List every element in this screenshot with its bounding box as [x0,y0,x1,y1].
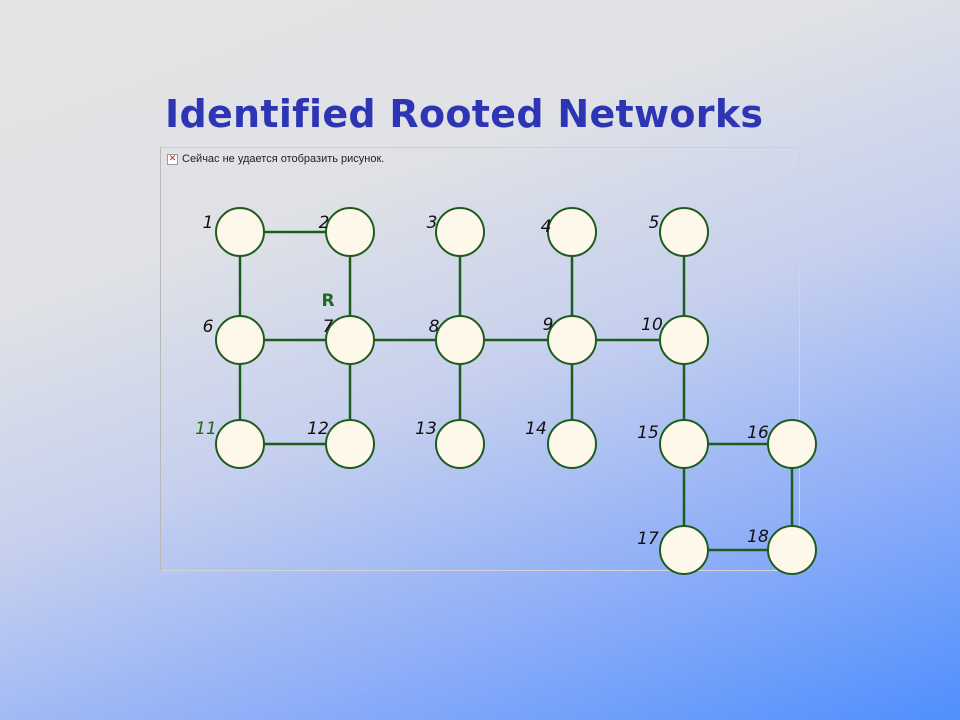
node-9 [547,315,597,365]
node-8 [435,315,485,365]
node-15 [659,419,709,469]
node-label-11: 11 [195,419,217,439]
node-label-2: 2 [319,213,330,233]
root-marker: R [321,291,334,311]
node-6 [215,315,265,365]
node-13 [435,419,485,469]
node-3 [435,207,485,257]
node-label-15: 15 [637,423,659,443]
node-label-10: 10 [641,315,663,335]
node-label-9: 9 [543,315,554,335]
node-label-17: 17 [637,529,659,549]
node-label-13: 13 [415,419,437,439]
node-label-4: 4 [541,217,552,237]
slide-title: Identified Rooted Networks [165,92,764,136]
node-1 [215,207,265,257]
node-label-7: 7 [323,317,334,337]
node-label-8: 8 [429,317,440,337]
node-5 [659,207,709,257]
node-label-16: 16 [747,423,769,443]
node-11 [215,419,265,469]
node-16 [767,419,817,469]
node-label-6: 6 [203,317,214,337]
node-label-18: 18 [747,527,769,547]
node-label-14: 14 [525,419,547,439]
node-label-12: 12 [307,419,329,439]
node-10 [659,315,709,365]
node-label-3: 3 [427,213,438,233]
node-label-5: 5 [649,213,660,233]
node-12 [325,419,375,469]
picture-frame [160,147,800,571]
node-17 [659,525,709,575]
node-4 [547,207,597,257]
broken-image-text: Сейчас не удается отобразить рисунок. [182,153,385,165]
broken-image-icon: ✕ [167,154,178,165]
node-label-1: 1 [203,213,214,233]
node-2 [325,207,375,257]
node-18 [767,525,817,575]
node-14 [547,419,597,469]
node-7 [325,315,375,365]
